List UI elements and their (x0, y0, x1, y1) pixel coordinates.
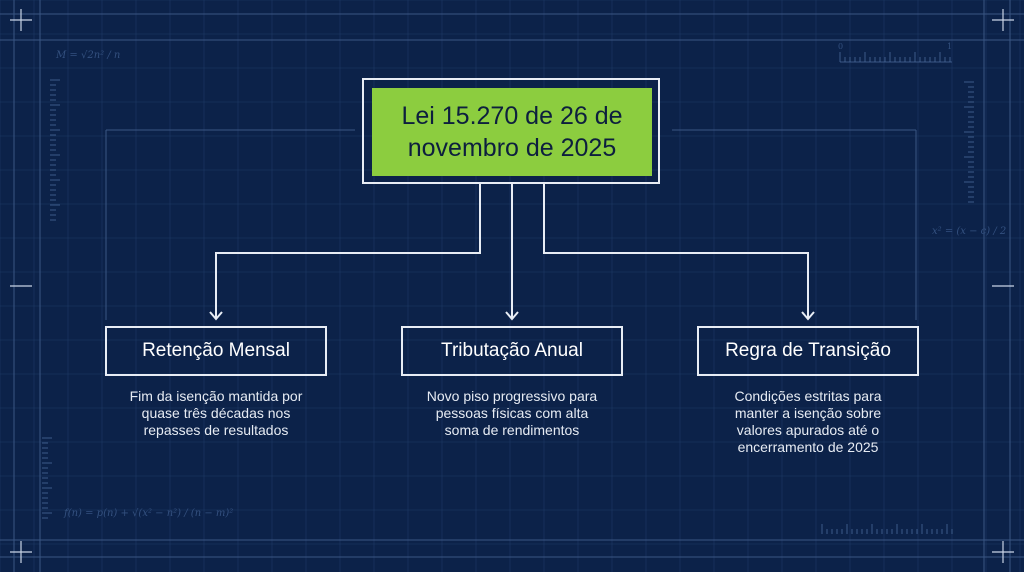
arrowheads (209, 311, 815, 321)
description-line: soma de rendimentos (444, 422, 580, 438)
ruler-ticks (42, 52, 974, 534)
node-description-retencao: Fim da isenção mantida por quase três dé… (96, 388, 336, 439)
node-label: Regra de Transição (725, 340, 891, 361)
arrowhead-icon (505, 311, 519, 321)
description-line: manter a isenção sobre (734, 405, 882, 421)
node-retencao-mensal: Retenção Mensal (105, 326, 327, 376)
node-description-tributacao: Novo piso progressivo para pessoas físic… (392, 388, 632, 439)
description-line: Fim da isenção mantida por (129, 388, 303, 404)
connector-root-to-transicao (543, 184, 809, 318)
root-title: Lei 15.270 de 26 de novembro de 2025 (401, 100, 622, 164)
node-description-transicao: Condições estritas para manter a isenção… (688, 388, 928, 456)
arrowhead-icon (209, 311, 223, 321)
description-line: encerramento de 2025 (737, 439, 879, 455)
root-box: Lei 15.270 de 26 de novembro de 2025 (372, 88, 652, 176)
node-tributacao-anual: Tributação Anual (401, 326, 623, 376)
description-line: repasses de resultados (143, 422, 289, 438)
node-label: Retenção Mensal (142, 340, 290, 361)
root-title-line: Lei 15.270 de 26 de (401, 102, 623, 130)
node-regra-de-transicao: Regra de Transição (697, 326, 919, 376)
description-line: quase três décadas nos (141, 405, 291, 421)
root-title-line: novembro de 2025 (407, 134, 617, 162)
description-line: pessoas físicas com alta (435, 405, 589, 421)
root-box-frame (362, 78, 660, 184)
formula-bottom-left: f(n) = p(n) + √(x² − n²) / (n − m)² (64, 508, 234, 519)
description-line: valores apurados até o (736, 422, 880, 438)
description-line: Novo piso progressivo para (426, 388, 598, 404)
formula-right: x² = (x − c) / 2 (932, 226, 1007, 237)
connector-root-to-retencao (215, 184, 481, 318)
arrowhead-icon (801, 311, 815, 321)
description-line: Condições estritas para (734, 388, 882, 404)
ruler-end-label: 1 (947, 42, 953, 51)
node-label: Tributação Anual (441, 340, 583, 361)
root-box-fill (372, 88, 652, 176)
formula-top-left: M = √2n² / n (56, 50, 121, 61)
connectors (215, 184, 809, 318)
ruler-start-label: 0 (838, 42, 844, 51)
corner-crosshairs (10, 9, 1014, 563)
